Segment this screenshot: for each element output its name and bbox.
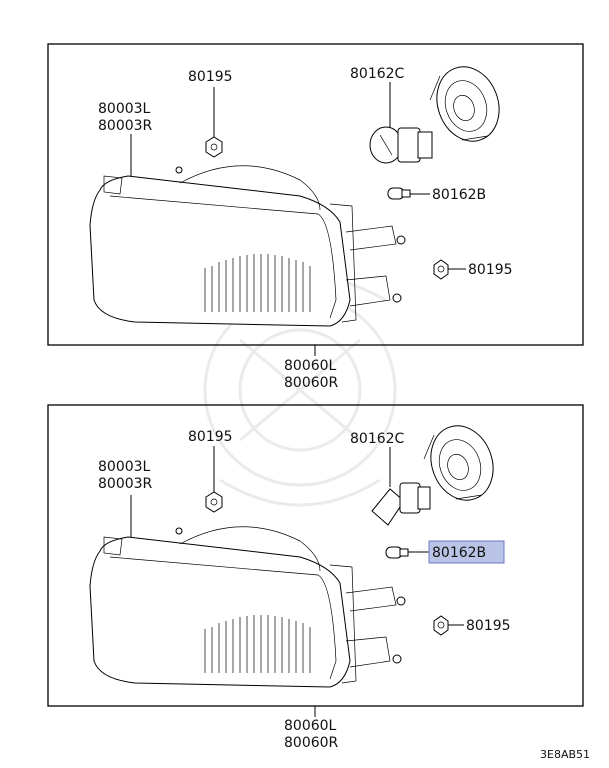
label-bulb-main[interactable]: 80162C [350, 431, 405, 447]
label-nut-side[interactable]: 80195 [468, 262, 513, 278]
label-nut-top[interactable]: 80195 [188, 429, 233, 445]
bulb-socket-icon[interactable] [421, 417, 503, 509]
leader-lines-bottom [130, 446, 464, 717]
label-housing-l[interactable]: 80003L [98, 459, 151, 475]
leader-lines-top [130, 82, 466, 356]
label-housing-r[interactable]: 80003R [98, 118, 153, 134]
label-bulb-small-highlighted[interactable]: 80162B [432, 545, 486, 561]
bulb-socket-icon[interactable] [427, 58, 509, 150]
label-assembly-l[interactable]: 80060L [284, 358, 337, 374]
nut-top-icon[interactable] [205, 491, 223, 513]
label-bulb-main[interactable]: 80162C [350, 66, 405, 82]
diagram-code: 3E8AB51 [540, 748, 590, 761]
label-nut-top[interactable]: 80195 [188, 69, 233, 85]
label-bulb-small[interactable]: 80162B [432, 187, 486, 203]
small-bulb-icon[interactable] [385, 546, 409, 559]
small-bulb-icon[interactable] [387, 187, 411, 200]
main-bulb-icon[interactable] [369, 126, 433, 164]
nut-side-icon[interactable] [433, 615, 449, 636]
label-assembly-l[interactable]: 80060L [284, 718, 337, 734]
label-housing-r[interactable]: 80003R [98, 476, 153, 492]
nut-top-icon[interactable] [205, 136, 223, 158]
panel-top: 80003L 80003R 80195 80162C 80162B 80195 … [47, 43, 584, 391]
label-assembly-r[interactable]: 80060R [284, 735, 339, 751]
label-housing-l[interactable]: 80003L [98, 101, 151, 117]
label-assembly-r[interactable]: 80060R [284, 375, 339, 391]
nut-side-icon[interactable] [433, 259, 449, 280]
label-nut-side[interactable]: 80195 [466, 618, 511, 634]
main-bulb-icon[interactable] [371, 482, 431, 526]
highlight-box [428, 540, 505, 564]
headlamp-housing[interactable] [89, 526, 406, 688]
headlamp-housing[interactable] [89, 165, 406, 327]
panel-bottom: 80003L 80003R 80195 80162C 80162B 80195 … [47, 404, 584, 751]
